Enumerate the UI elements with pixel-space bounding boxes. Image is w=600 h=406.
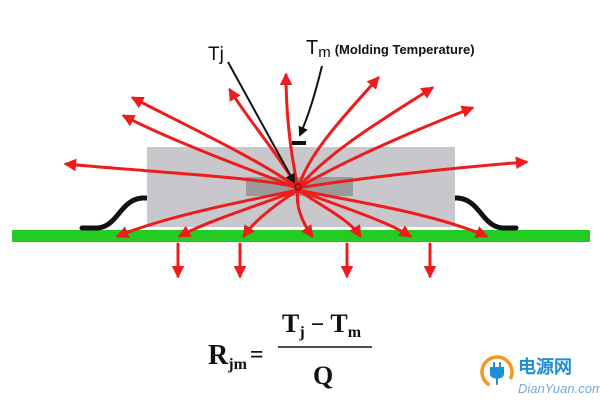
tj-label: Tj — [208, 44, 224, 65]
num-sub1: j — [298, 324, 304, 341]
heat-arrow — [295, 188, 314, 239]
tm-description: (Molding Temperature) — [335, 42, 475, 57]
watermark-cn: 电源网 — [518, 356, 572, 377]
lead-right — [447, 195, 519, 231]
tm-pointer-arrow — [298, 65, 323, 137]
tm-label: Tm (Molding Temperature) — [306, 37, 475, 61]
heat-arrow — [296, 105, 475, 190]
heat-arrow — [296, 156, 529, 190]
formula-lhs: Rjm= — [208, 340, 264, 373]
pcb-board — [12, 230, 590, 242]
num-minus: − — [311, 312, 325, 338]
tm-sub: m — [318, 44, 331, 61]
heat-flow-arrows — [63, 72, 529, 239]
num-sub2: m — [348, 324, 362, 341]
num-t1: T — [282, 309, 299, 338]
heat-arrow — [296, 86, 435, 190]
heat-arrow — [63, 158, 300, 190]
formula: Rjm= Tj−Tm Q — [208, 309, 372, 390]
tj-pointer-arrow — [227, 61, 295, 184]
watermark-logo: 电源网 DianYuan.com — [480, 355, 600, 396]
lead-left — [79, 195, 153, 231]
formula-numerator: Tj−Tm — [282, 309, 362, 341]
heat-arrow — [121, 114, 300, 190]
logo-ring — [480, 355, 514, 389]
logo-plug-icon — [490, 362, 504, 385]
tm-sensor-mark — [292, 141, 306, 145]
heat-arrow — [242, 188, 300, 239]
heat-arrow — [115, 188, 300, 239]
heat-arrow — [296, 188, 489, 238]
heat-arrow — [296, 188, 362, 239]
heat-arrow — [279, 72, 300, 190]
heat-arrow — [130, 96, 300, 190]
heat-arrow — [296, 76, 380, 190]
heat-arrow — [296, 188, 413, 238]
watermark-url: DianYuan.com — [518, 381, 600, 396]
formula-equals: = — [250, 342, 264, 368]
formula-r: R — [208, 340, 229, 371]
tm-main: T — [306, 37, 318, 59]
formula-denominator: Q — [313, 361, 333, 390]
junction-point — [294, 183, 302, 191]
num-t2: T — [330, 309, 347, 338]
formula-r-sub: jm — [227, 356, 247, 373]
board-heat-arrows — [171, 242, 437, 279]
heat-arrow — [177, 188, 300, 238]
